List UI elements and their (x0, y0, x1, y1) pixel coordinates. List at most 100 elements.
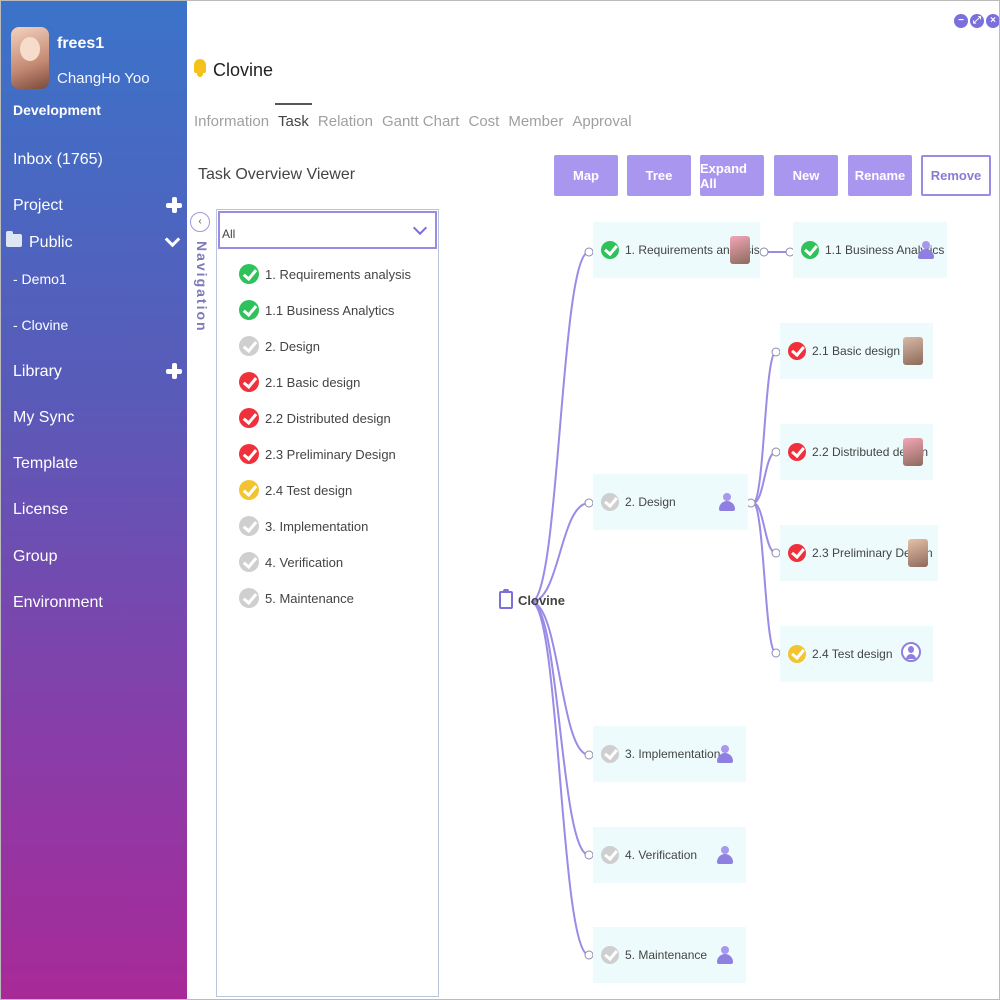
team-icon (718, 493, 736, 511)
connector-dot (584, 950, 594, 960)
status-check-icon (601, 846, 619, 864)
map-node[interactable]: 2.2 Distributed design (780, 424, 933, 480)
tab-approval[interactable]: Approval (572, 113, 632, 130)
task-list-item[interactable]: 2.4 Test design (239, 478, 352, 502)
team-icon (917, 241, 935, 259)
task-list-label: 5. Maintenance (265, 590, 354, 606)
map-node[interactable]: 2. Design (593, 474, 748, 530)
new-button[interactable]: New (774, 155, 838, 196)
team-icon (716, 946, 734, 964)
root-connector (530, 251, 590, 603)
map-node[interactable]: 5. Maintenance (593, 927, 746, 983)
tree-button[interactable]: Tree (627, 155, 691, 196)
status-check-icon (239, 372, 259, 392)
sidebar-item-clovine[interactable]: - Clovine (13, 317, 69, 333)
map-node-label: 5. Maintenance (625, 948, 708, 962)
task-list-item[interactable]: 2. Design (239, 334, 320, 358)
tab-member[interactable]: Member (508, 113, 564, 130)
status-check-icon (601, 946, 619, 964)
task-filter-select[interactable]: All (218, 211, 437, 249)
sidebar-item-demo1[interactable]: - Demo1 (13, 271, 67, 287)
avatar-icon (903, 438, 923, 466)
sidebar-item-group[interactable]: Group (13, 548, 58, 565)
remove-button[interactable]: Remove (921, 155, 991, 196)
map-root-node[interactable]: Clovine (499, 589, 565, 609)
team-icon (716, 745, 734, 763)
task-list-item[interactable]: 2.1 Basic design (239, 370, 360, 394)
project-title: Clovine (213, 60, 274, 80)
task-list-item[interactable]: 4. Verification (239, 550, 343, 574)
status-check-icon (239, 408, 259, 428)
sidebar-item-public[interactable]: Public (29, 234, 73, 251)
bell-icon[interactable] (193, 57, 207, 77)
tab-gantt-chart[interactable]: Gantt Chart (381, 113, 460, 130)
expand-all-button[interactable]: Expand All (700, 155, 764, 196)
connector-dot (584, 498, 594, 508)
user-department: Development (13, 102, 101, 118)
status-check-icon (239, 300, 259, 320)
root-connector (530, 601, 590, 756)
chevron-down-icon[interactable] (165, 234, 179, 248)
close-icon[interactable]: × (986, 14, 999, 28)
root-connector (530, 502, 590, 603)
sidebar: frees1 ChangHo Yoo Development Inbox (17… (1, 1, 187, 999)
section-title: Task Overview Viewer (198, 166, 356, 183)
team-icon (716, 846, 734, 864)
map-node[interactable]: 1. Requirements analysis (593, 222, 760, 278)
user-avatar[interactable] (11, 27, 49, 89)
map-node[interactable]: 1.1 Business Analytics (793, 222, 947, 278)
status-check-icon (239, 516, 259, 536)
task-list-item[interactable]: 1. Requirements analysis (239, 262, 411, 286)
design-connector (752, 502, 777, 654)
tab-relation[interactable]: Relation (317, 113, 373, 130)
map-node[interactable]: 3. Implementation (593, 726, 746, 782)
map-node-label: 1. Requirements analysis (625, 243, 760, 257)
map-node[interactable]: 2.3 Preliminary Design (780, 525, 938, 581)
minimize-icon[interactable]: − (954, 14, 968, 28)
sidebar-item-my-sync[interactable]: My Sync (13, 409, 75, 426)
sidebar-item-template[interactable]: Template (13, 455, 78, 472)
design-connector (752, 451, 777, 504)
task-list-item[interactable]: 1.1 Business Analytics (239, 298, 394, 322)
status-check-icon (239, 444, 259, 464)
status-check-icon (788, 443, 806, 461)
sidebar-item-environment[interactable]: Environment (13, 594, 103, 611)
rename-button[interactable]: Rename (848, 155, 912, 196)
connector-dot (771, 648, 781, 658)
task-filter-value: All (222, 227, 236, 241)
maximize-icon[interactable]: ⤢ (970, 14, 984, 28)
connector-dot (584, 750, 594, 760)
folder-icon (6, 231, 22, 247)
connector-dot (759, 247, 769, 257)
task-list-item[interactable]: 3. Implementation (239, 514, 368, 538)
map-button[interactable]: Map (554, 155, 618, 196)
task-list-item[interactable]: 2.2 Distributed design (239, 406, 391, 430)
sidebar-item-library[interactable]: Library (13, 363, 62, 380)
task-list-label: 2.4 Test design (265, 482, 353, 498)
task-list-item[interactable]: 2.3 Preliminary Design (239, 442, 396, 466)
tab-information[interactable]: Information (194, 113, 270, 130)
user-name: frees1 (57, 35, 105, 52)
map-node[interactable]: 2.1 Basic design (780, 323, 933, 379)
sidebar-item-license[interactable]: License (13, 501, 69, 518)
sidebar-item-project[interactable]: Project (13, 197, 63, 214)
tab-cost[interactable]: Cost (468, 113, 500, 130)
add-library-icon[interactable] (166, 363, 182, 379)
navigation-toggle-button[interactable]: ‹ (190, 212, 210, 232)
status-check-icon (601, 493, 619, 511)
map-node[interactable]: 2.4 Test design (780, 626, 933, 682)
status-check-icon (788, 342, 806, 360)
task-list-label: 4. Verification (265, 554, 344, 570)
map-node-label: 3. Implementation (625, 747, 721, 761)
navigation-label: Navigation (194, 241, 210, 333)
map-node-label: 2. Design (625, 495, 676, 509)
avatar-icon (730, 236, 750, 264)
status-check-icon (239, 588, 259, 608)
add-project-icon[interactable] (166, 197, 182, 213)
root-connector (530, 601, 590, 956)
sidebar-item-inbox[interactable]: Inbox (1765) (13, 151, 103, 168)
task-list-item[interactable]: 5. Maintenance (239, 586, 354, 610)
status-check-icon (239, 480, 259, 500)
tab-task[interactable]: Task (275, 103, 312, 130)
map-node[interactable]: 4. Verification (593, 827, 746, 883)
